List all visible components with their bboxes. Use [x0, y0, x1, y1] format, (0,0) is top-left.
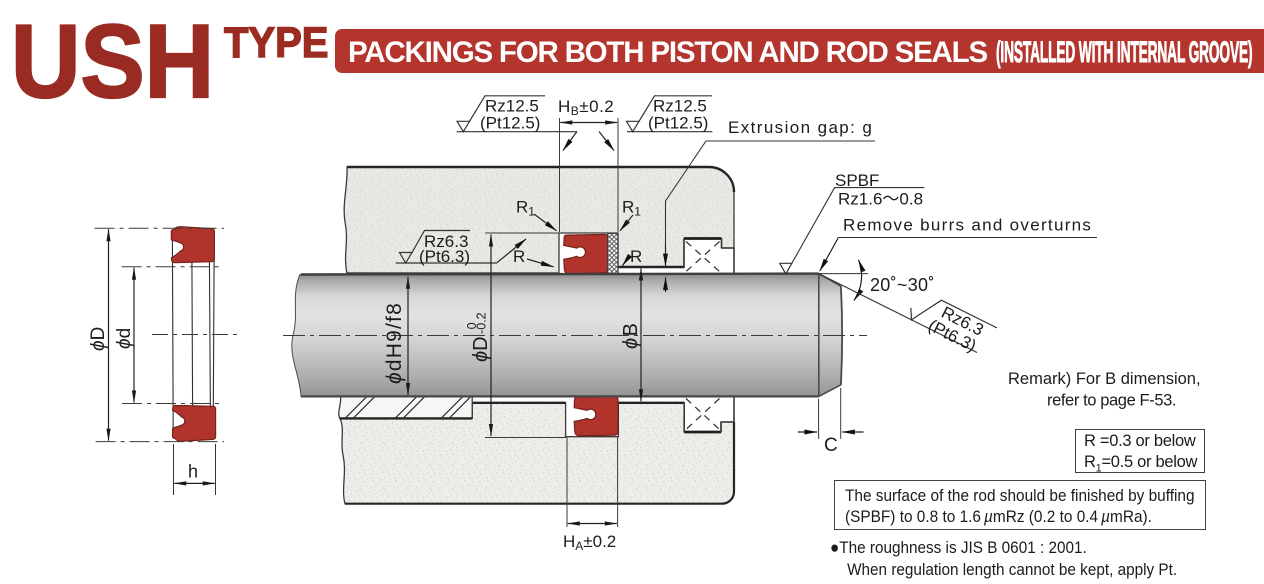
svg-text:(Pt12.5): (Pt12.5): [648, 114, 708, 133]
svg-text:Rz1.6～0.8: Rz1.6～0.8: [838, 190, 923, 209]
svg-text:(Pt12.5): (Pt12.5): [480, 114, 540, 133]
svg-text:ϕD0-0.2: ϕD0-0.2: [465, 312, 492, 362]
svg-text:h: h: [188, 462, 198, 482]
svg-text:ϕd: ϕd: [114, 328, 135, 349]
svg-text:R: R: [630, 247, 642, 266]
svg-text:Remove burrs and overturns: Remove burrs and overturns: [843, 216, 1092, 235]
svg-text:Rz12.5: Rz12.5: [653, 97, 707, 116]
svg-text:SPBF: SPBF: [835, 171, 879, 190]
svg-text:ϕB: ϕB: [620, 322, 642, 349]
svg-text:R: R: [513, 247, 525, 266]
svg-text:(Pt6.3): (Pt6.3): [419, 247, 470, 266]
svg-text:Rz6.3: Rz6.3: [424, 232, 468, 251]
svg-text:Remark) For B dimension,: Remark) For B dimension,: [1008, 370, 1201, 388]
svg-text:20˚~30˚: 20˚~30˚: [870, 275, 935, 295]
svg-text:Extrusion gap: g: Extrusion gap: g: [728, 118, 873, 137]
svg-text:HA±0.2: HA±0.2: [563, 532, 616, 553]
svg-text:C: C: [824, 435, 838, 456]
svg-text:HB±0.2: HB±0.2: [558, 97, 614, 118]
svg-text:ϕdH9/f8: ϕdH9/f8: [383, 302, 406, 384]
svg-text:refer to page F-53.: refer to page F-53.: [1047, 392, 1176, 410]
svg-text:Rz12.5: Rz12.5: [485, 97, 539, 116]
svg-text:ϕD: ϕD: [88, 327, 109, 351]
